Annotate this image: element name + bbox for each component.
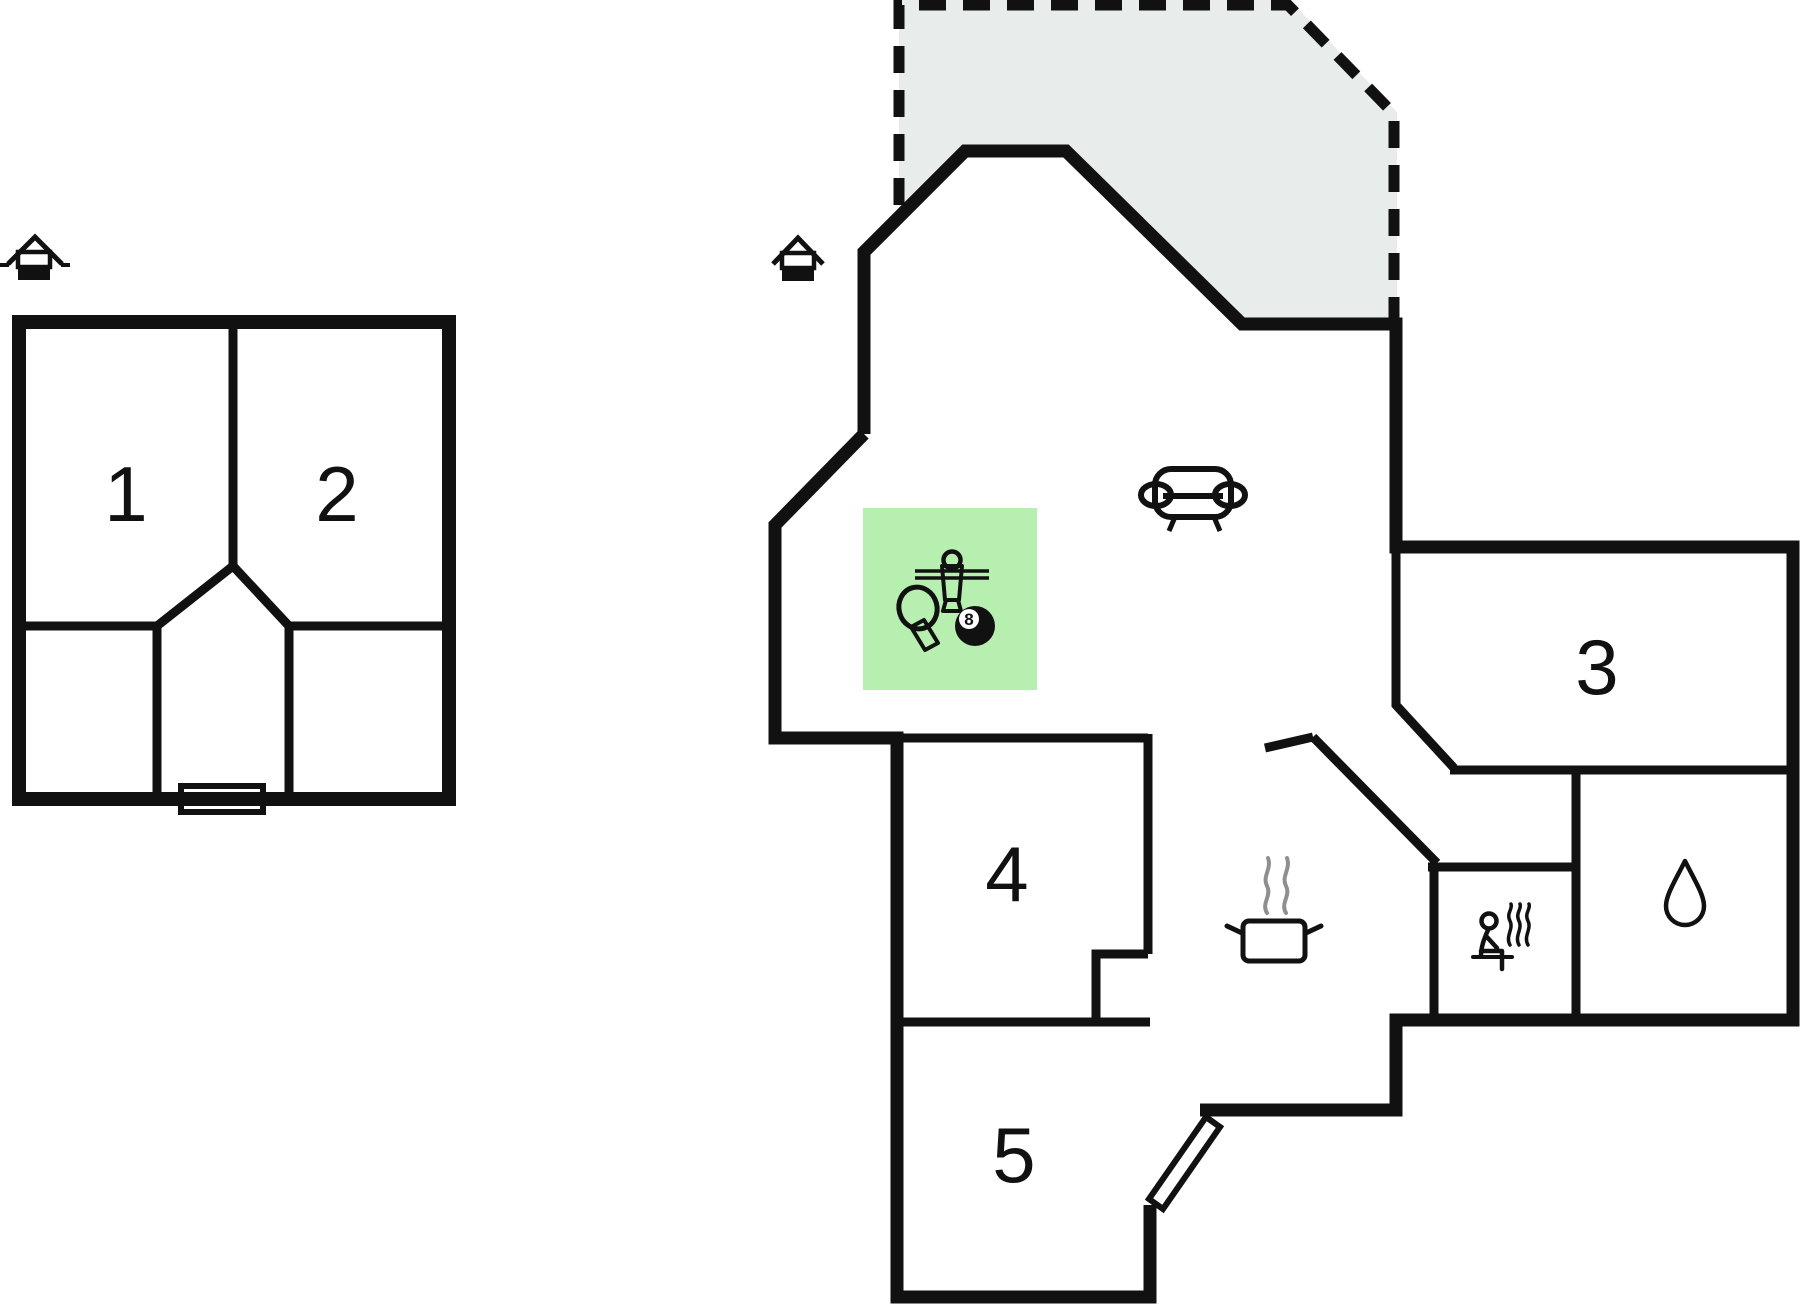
water-drop-icon	[1663, 858, 1707, 928]
left-building-outer-wall	[12, 315, 456, 806]
right-building-outer-wall	[768, 144, 1800, 1304]
table-tennis-paddle-icon	[896, 584, 940, 652]
sauna-steam	[1506, 902, 1532, 947]
house-body-upper	[779, 250, 817, 271]
room-label-2: 2	[315, 450, 358, 538]
billiard-8ball-icon: 8	[955, 606, 995, 646]
house-body-lower	[782, 268, 814, 281]
room-label-4: 4	[985, 830, 1028, 918]
billiard-ball-number: 8	[964, 610, 973, 629]
left-building-inner-walls	[25, 329, 443, 792]
house-entrance-icon-right	[771, 234, 825, 281]
house-entrance-icon-left	[0, 233, 70, 280]
terrace-dashed-outline	[893, 0, 1400, 318]
cooking-pot-icon	[1224, 856, 1324, 964]
games-area: 8	[863, 508, 1037, 690]
room-label-5: 5	[992, 1111, 1035, 1199]
sofa-icon	[1138, 466, 1248, 532]
sauna-person-icon	[1471, 902, 1532, 972]
room-label-1: 1	[104, 450, 147, 538]
entrance-door-leaf	[1144, 1112, 1225, 1214]
pot-steam	[1263, 856, 1290, 915]
foosball-player-icon	[915, 549, 989, 613]
room-label-3: 3	[1575, 623, 1618, 711]
terrace-area	[893, 0, 1400, 326]
house-body-lower	[18, 267, 50, 280]
right-building: 3 4 5	[768, 144, 1800, 1304]
left-building-entrance-window	[178, 783, 266, 815]
house-body-upper	[15, 249, 53, 270]
right-building-inner-walls	[892, 543, 1793, 1027]
left-building: 1 2	[12, 315, 456, 815]
terrace-fill	[899, 0, 1397, 326]
